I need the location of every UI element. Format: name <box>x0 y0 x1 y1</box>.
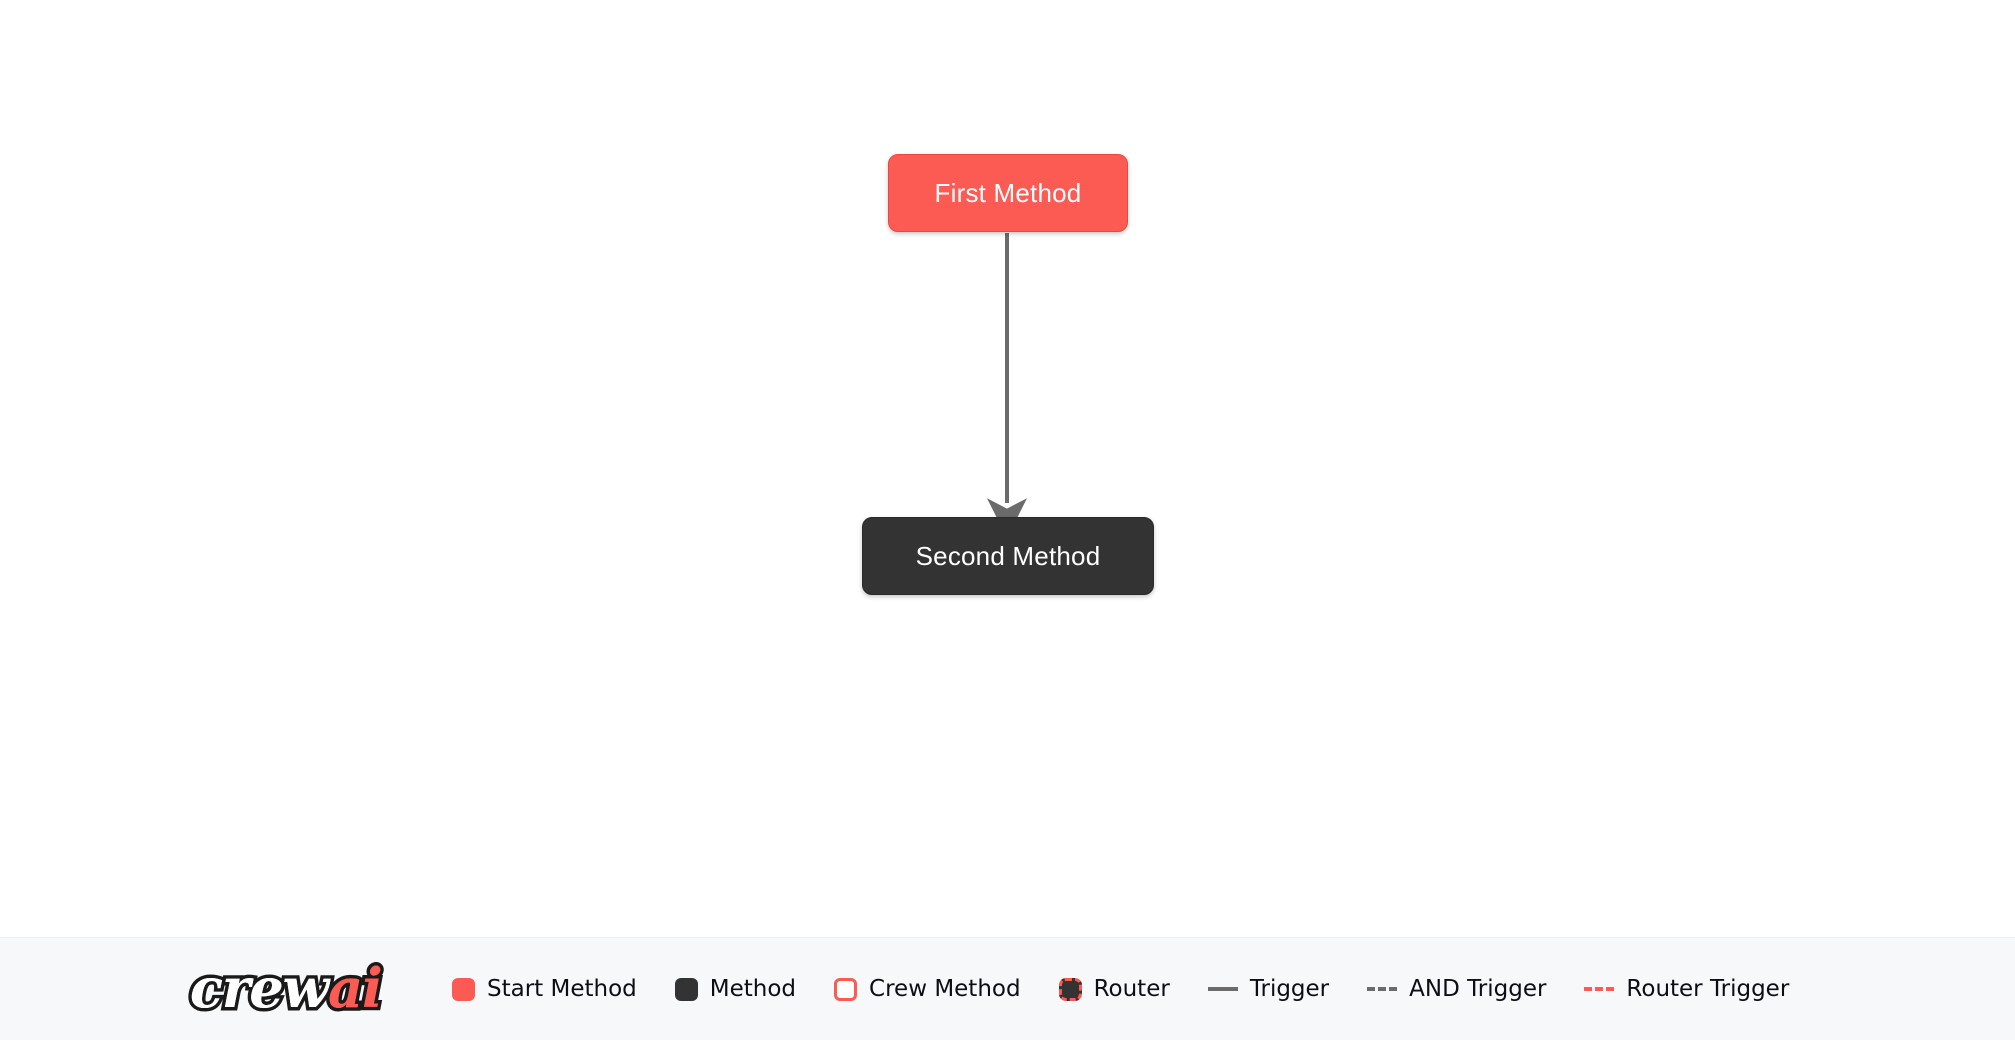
flow-node-label: First Method <box>934 177 1082 208</box>
legend-item-method: Method <box>674 975 797 1002</box>
legend-item-start-method: Start Method <box>452 975 637 1002</box>
legend-item-router: Router <box>1058 975 1170 1002</box>
crewai-logo-outline: crewai <box>186 958 386 1019</box>
legend-item-router-trigger: Router Trigger <box>1584 975 1790 1002</box>
legend-item-and-trigger: AND Trigger <box>1367 975 1547 1002</box>
flow-canvas[interactable]: First Method Second Method <box>0 0 2015 937</box>
crew-method-swatch-icon <box>834 977 858 1001</box>
flow-node-label: Second Method <box>915 540 1101 571</box>
legend-label-trigger: Trigger <box>1249 975 1330 1002</box>
router-trigger-line-icon <box>1584 987 1615 991</box>
flow-node-second-method[interactable]: Second Method <box>862 517 1154 595</box>
legend-label-method: Method <box>709 975 797 1002</box>
legend-items-container: crewai crewai Start Method Method Crew M… <box>186 953 1790 1025</box>
crewai-logo: crewai crewai <box>186 953 410 1025</box>
method-swatch-icon <box>674 977 698 1001</box>
crewai-logo-fill: crewai <box>190 961 383 1015</box>
legend-label-crew-method: Crew Method <box>869 975 1021 1002</box>
legend-label-router: Router <box>1093 975 1170 1002</box>
crewai-logo-crew-outline: crew <box>186 956 332 1020</box>
legend-label-start-method: Start Method <box>487 975 637 1002</box>
and-trigger-line-icon <box>1367 987 1398 991</box>
crewai-logo-ai: ai <box>328 956 383 1020</box>
crewai-logo-ai-outline: ai <box>325 956 386 1020</box>
trigger-line-icon <box>1207 987 1238 991</box>
flow-node-first-method[interactable]: First Method <box>888 154 1128 232</box>
legend-bar: crewai crewai Start Method Method Crew M… <box>0 937 2015 1040</box>
router-swatch-icon <box>1058 977 1082 1001</box>
start-method-swatch-icon <box>452 977 475 1001</box>
legend-item-trigger: Trigger <box>1207 975 1330 1002</box>
edge-layer <box>987 233 1027 539</box>
legend-label-router-trigger: Router Trigger <box>1626 975 1790 1002</box>
legend-item-crew-method: Crew Method <box>834 975 1021 1002</box>
legend-label-and-trigger: AND Trigger <box>1409 975 1547 1002</box>
crewai-logo-crew: crew <box>190 956 329 1020</box>
